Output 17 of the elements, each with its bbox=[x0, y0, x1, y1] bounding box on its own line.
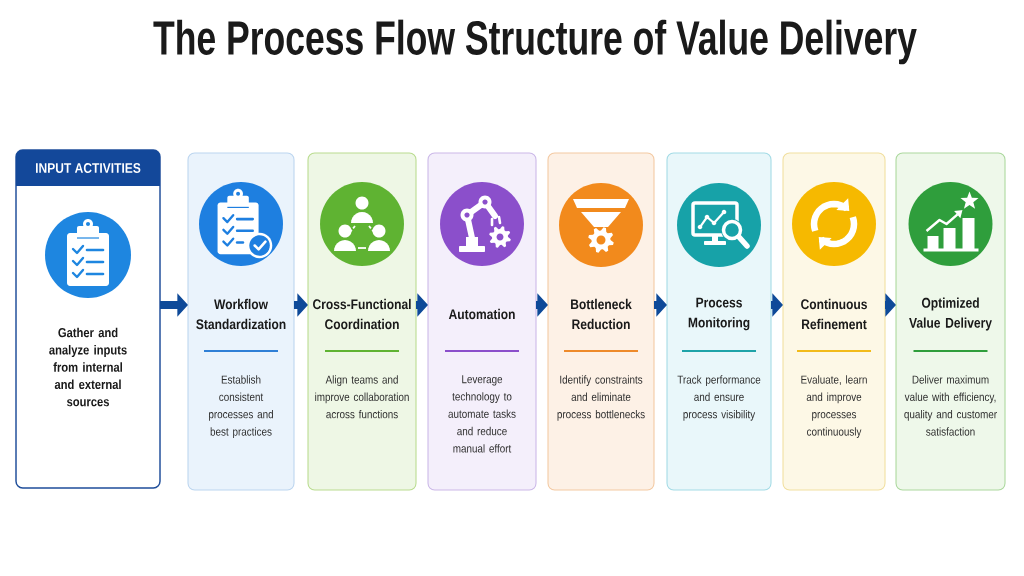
card-heading: Workflow Standardization bbox=[196, 298, 286, 330]
card-description: Evaluate, learn and improve processes continuously bbox=[801, 375, 867, 438]
card-description: Leverage technology to automate tasks and reduce manual effort bbox=[448, 375, 516, 453]
card-heading: Cross-Functional Coordination bbox=[313, 298, 411, 330]
title: The Process Flow Structure of Value Delivery bbox=[153, 19, 917, 65]
card-heading: Continuous Refinement bbox=[801, 298, 867, 330]
card-description: Establish consistent processes and best practices bbox=[209, 375, 273, 438]
card-description: Deliver maximum value with efficiency, quality and customer satisfaction bbox=[904, 375, 997, 436]
card-heading: Process Monitoring bbox=[688, 297, 750, 331]
header-band: INPUT ACTIVITIES bbox=[16, 150, 160, 186]
card-description: Align teams and improve collaboration across functions bbox=[315, 375, 409, 419]
card-heading: Optimized Value Delivery bbox=[909, 297, 992, 331]
card-description: Identify constraints and eliminate process bottlenecks bbox=[557, 375, 645, 421]
card-description: Track performance and ensure process visibility bbox=[677, 375, 761, 421]
card-heading: Bottleneck Reduction bbox=[571, 298, 632, 330]
card-heading: Automation bbox=[448, 308, 515, 320]
card-description: Gather and analyze inputs from internal and external sources bbox=[49, 327, 127, 407]
